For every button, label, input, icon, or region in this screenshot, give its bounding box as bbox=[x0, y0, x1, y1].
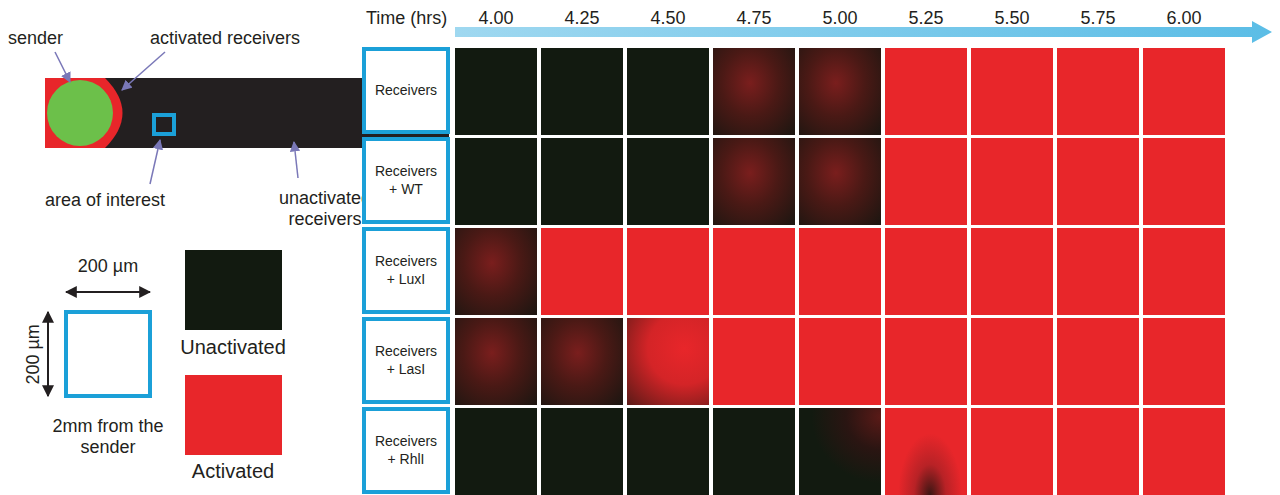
leader-line bbox=[122, 52, 165, 90]
fluorescence-image bbox=[627, 318, 709, 405]
fluorescence-image bbox=[1143, 318, 1225, 405]
area-of-interest-marker bbox=[154, 115, 174, 134]
fluorescence-image bbox=[971, 228, 1053, 315]
fluorescence-image bbox=[627, 138, 709, 225]
time-tick: 5.50 bbox=[994, 8, 1029, 29]
fluorescence-image bbox=[971, 408, 1053, 495]
dimension-arrow bbox=[47, 312, 49, 396]
fluorescence-image bbox=[1057, 318, 1139, 405]
fluorescence-image bbox=[799, 408, 881, 495]
fluorescence-image bbox=[799, 228, 881, 315]
fluorescence-image bbox=[455, 228, 537, 315]
fluorescence-image bbox=[799, 48, 881, 135]
fluorescence-image bbox=[541, 318, 623, 405]
time-tick: 4.00 bbox=[478, 8, 513, 29]
fluorescence-image bbox=[541, 408, 623, 495]
fluorescence-image bbox=[713, 48, 795, 135]
row-label: Receivers + LasI bbox=[375, 343, 437, 378]
fluorescence-image bbox=[971, 318, 1053, 405]
fluorescence-image bbox=[455, 138, 537, 225]
legend-swatch bbox=[185, 375, 282, 455]
annotation: 2mm from the sender bbox=[52, 416, 164, 457]
fluorescence-image bbox=[1143, 138, 1225, 225]
time-tick: 6.00 bbox=[1166, 8, 1201, 29]
time-tick: 4.25 bbox=[564, 8, 599, 29]
fluorescence-image bbox=[541, 228, 623, 315]
time-tick: 5.25 bbox=[908, 8, 943, 29]
fluorescence-image bbox=[1143, 48, 1225, 135]
dimension-label: 200 µm bbox=[23, 324, 44, 384]
fluorescence-image bbox=[541, 48, 623, 135]
activated-zone bbox=[45, 78, 123, 148]
fluorescence-image bbox=[541, 138, 623, 225]
time-tick: 4.75 bbox=[736, 8, 771, 29]
dimension-arrow bbox=[66, 291, 150, 293]
row-label: Receivers + WT bbox=[375, 163, 437, 198]
dimension-label: 200 µm bbox=[78, 256, 138, 277]
time-tick: 4.50 bbox=[650, 8, 685, 29]
row-label: Receivers + LuxI bbox=[375, 253, 437, 288]
scale-square bbox=[66, 312, 150, 396]
legend-label: Unactivated bbox=[180, 336, 286, 359]
row-label-box: Receivers + WT bbox=[362, 137, 450, 224]
row-label: Receivers bbox=[375, 82, 437, 100]
fluorescence-image bbox=[885, 318, 967, 405]
fluorescence-image bbox=[713, 408, 795, 495]
time-tick: 5.75 bbox=[1080, 8, 1115, 29]
fluorescence-image bbox=[455, 318, 537, 405]
row-label-box: Receivers + RhlI bbox=[362, 407, 450, 494]
fluorescence-image bbox=[1057, 138, 1139, 225]
fluorescence-image bbox=[885, 48, 967, 135]
row-label-box: Receivers + LuxI bbox=[362, 227, 450, 314]
fluorescence-image bbox=[799, 318, 881, 405]
fluorescence-image bbox=[627, 408, 709, 495]
leader-line bbox=[150, 140, 160, 184]
sender-colony bbox=[47, 80, 113, 146]
fluorescence-image bbox=[455, 48, 537, 135]
fluorescence-image bbox=[885, 408, 967, 495]
annotation: Time (hrs) bbox=[366, 8, 447, 29]
time-tick: 5.00 bbox=[822, 8, 857, 29]
fluorescence-image bbox=[885, 138, 967, 225]
fluorescence-image bbox=[627, 228, 709, 315]
fluorescence-image bbox=[971, 138, 1053, 225]
annotation: area of interest bbox=[45, 190, 165, 211]
fluorescence-image bbox=[455, 408, 537, 495]
row-label-box: Receivers + LasI bbox=[362, 317, 450, 404]
leader-line bbox=[55, 52, 70, 82]
legend-label: Activated bbox=[192, 460, 274, 483]
fluorescence-image bbox=[627, 48, 709, 135]
fluorescence-image bbox=[799, 138, 881, 225]
fluorescence-image bbox=[713, 318, 795, 405]
legend-swatch bbox=[185, 250, 282, 330]
fluorescence-image bbox=[1057, 408, 1139, 495]
fluorescence-image bbox=[1143, 408, 1225, 495]
leader-line bbox=[294, 142, 298, 178]
fluorescence-image bbox=[885, 228, 967, 315]
row-label: Receivers + RhlI bbox=[375, 433, 437, 468]
row-label-box: Receivers bbox=[362, 47, 450, 134]
annotation: sender bbox=[8, 28, 63, 49]
fluorescence-image bbox=[971, 48, 1053, 135]
fluorescence-image bbox=[1057, 48, 1139, 135]
fluorescence-image bbox=[1143, 228, 1225, 315]
fluorescence-image bbox=[713, 228, 795, 315]
fluorescence-image bbox=[1057, 228, 1139, 315]
fluorescence-image bbox=[713, 138, 795, 225]
annotation: activated receivers bbox=[150, 28, 300, 49]
